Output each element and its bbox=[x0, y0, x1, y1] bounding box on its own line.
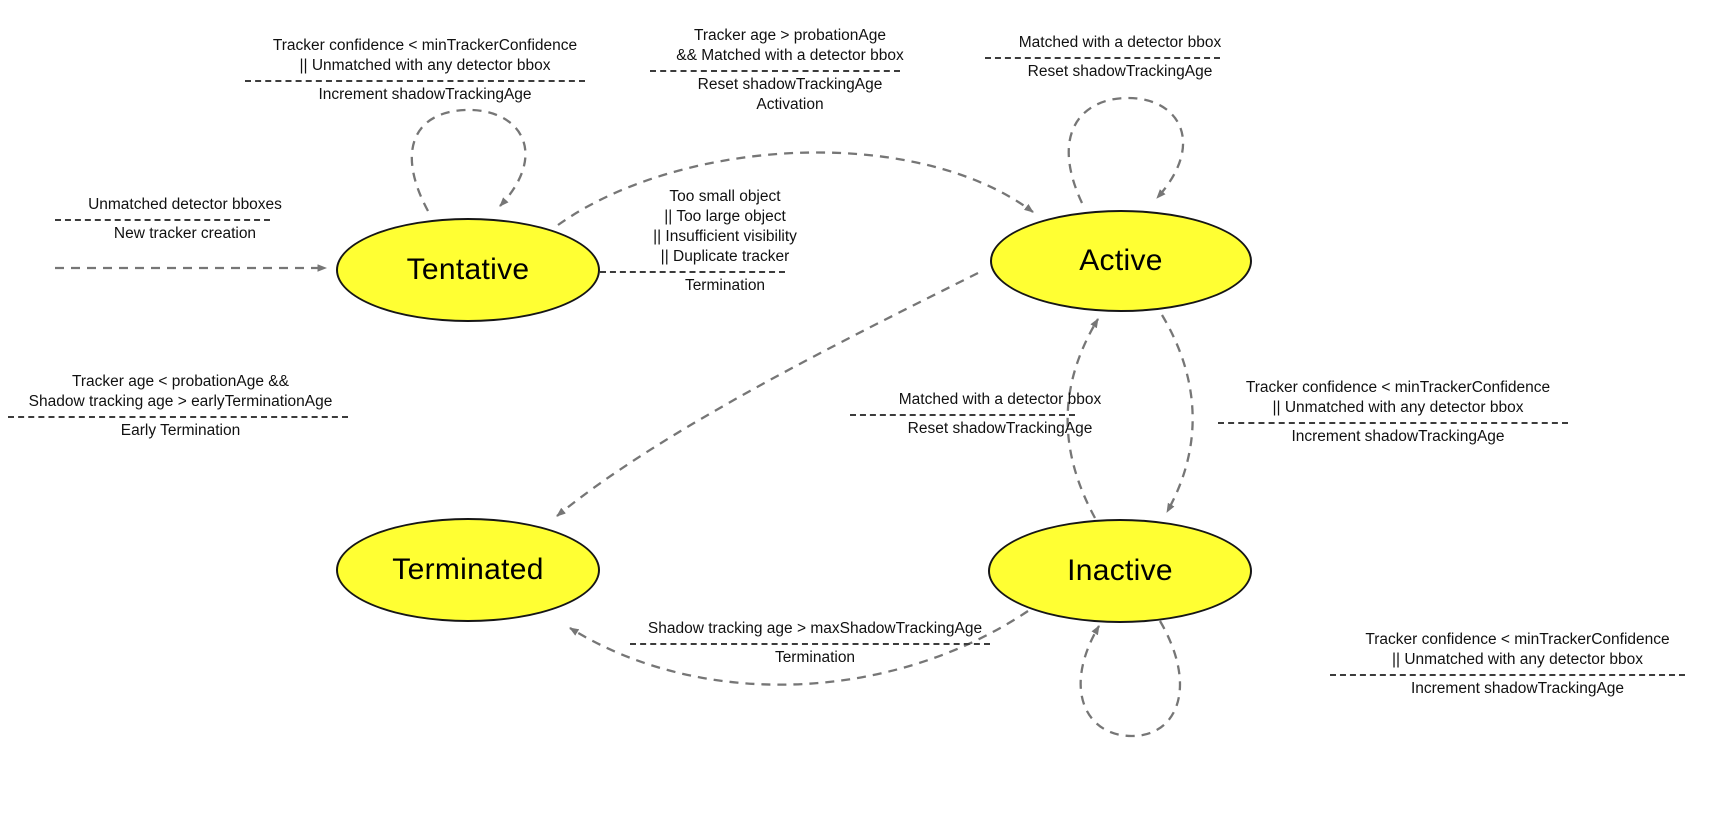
label-divider bbox=[245, 80, 585, 82]
label-divider bbox=[985, 57, 1220, 59]
label-divider bbox=[850, 414, 1075, 416]
action-line: Reset shadowTrackingAge bbox=[907, 420, 1093, 437]
condition-line: || Unmatched with any detector bbox bbox=[1272, 399, 1524, 416]
label-tentative-to-active: Tracker age > probationAge && Matched wi… bbox=[650, 26, 930, 115]
action-line: Increment shadowTrackingAge bbox=[318, 86, 532, 103]
action-line: Termination bbox=[684, 277, 766, 294]
condition-line: Tracker confidence < minTrackerConfidenc… bbox=[272, 37, 578, 54]
edge-active-to-terminated bbox=[556, 271, 979, 517]
condition-line: Matched with a detector bbox bbox=[1018, 34, 1222, 51]
state-terminated: Terminated bbox=[336, 518, 600, 622]
edge-active-to-inactive bbox=[1161, 314, 1194, 513]
condition-line: && Matched with a detector bbox bbox=[676, 47, 904, 64]
label-divider bbox=[600, 271, 785, 273]
edge-tentative-self-loop bbox=[410, 108, 527, 212]
state-active: Active bbox=[990, 210, 1252, 312]
label-divider bbox=[1218, 422, 1568, 424]
label-inactive-self: Tracker confidence < minTrackerConfidenc… bbox=[1330, 630, 1705, 699]
condition-line: || Insufficient visibility bbox=[653, 228, 797, 245]
edge-tentative-to-active bbox=[557, 151, 1034, 226]
label-divider bbox=[1330, 674, 1685, 676]
state-inactive-label: Inactive bbox=[1067, 554, 1173, 587]
label-inactive-to-terminated: Shadow tracking age > maxShadowTrackingA… bbox=[630, 619, 1000, 668]
action-line: Increment shadowTrackingAge bbox=[1291, 428, 1505, 445]
action-line: Termination bbox=[774, 649, 856, 666]
condition-line: Unmatched detector bboxes bbox=[88, 196, 282, 213]
condition-line: Tracker confidence < minTrackerConfidenc… bbox=[1365, 631, 1670, 648]
label-divider bbox=[8, 416, 348, 418]
condition-line: Tracker age < probationAge && bbox=[72, 373, 289, 390]
action-line: Reset shadowTrackingAge bbox=[1027, 63, 1213, 80]
state-inactive: Inactive bbox=[988, 519, 1252, 623]
label-divider bbox=[650, 70, 900, 72]
condition-line: Shadow tracking age > maxShadowTrackingA… bbox=[647, 620, 983, 637]
edge-inactive-to-active bbox=[1066, 318, 1099, 519]
condition-line: Matched with a detector bbox bbox=[898, 391, 1102, 408]
label-early-termination: Tracker age < probationAge && Shadow tra… bbox=[8, 372, 353, 441]
label-start-transition: Unmatched detector bboxes New tracker cr… bbox=[55, 195, 315, 244]
condition-line: Too small object bbox=[669, 188, 781, 205]
condition-line: Tracker confidence < minTrackerConfidenc… bbox=[1245, 379, 1551, 396]
state-tentative-label: Tentative bbox=[406, 253, 530, 286]
label-active-self: Matched with a detector bbox Reset shado… bbox=[985, 33, 1255, 82]
state-active-label: Active bbox=[1079, 244, 1163, 277]
condition-line: || Unmatched with any detector bbox bbox=[299, 57, 551, 74]
label-active-to-inactive: Tracker confidence < minTrackerConfidenc… bbox=[1218, 378, 1578, 447]
label-divider bbox=[55, 219, 270, 221]
action-line: Increment shadowTrackingAge bbox=[1410, 680, 1625, 697]
action-line: Activation bbox=[756, 96, 824, 113]
label-active-to-terminated: Too small object || Too large object || … bbox=[600, 187, 850, 296]
action-line: Reset shadowTrackingAge bbox=[697, 76, 883, 93]
condition-line: Shadow tracking age > earlyTerminationAg… bbox=[28, 393, 333, 410]
condition-line: Tracker age > probationAge bbox=[693, 27, 886, 44]
state-tentative: Tentative bbox=[336, 218, 600, 322]
label-inactive-to-active: Matched with a detector bbox Reset shado… bbox=[850, 390, 1150, 439]
edge-inactive-self-loop bbox=[1079, 620, 1182, 738]
condition-line: || Unmatched with any detector bbox bbox=[1391, 651, 1644, 668]
edge-active-self-loop bbox=[1067, 96, 1185, 204]
state-terminated-label: Terminated bbox=[392, 553, 544, 586]
label-divider bbox=[630, 643, 990, 645]
condition-line: || Too large object bbox=[664, 208, 786, 225]
condition-line: || Duplicate tracker bbox=[660, 248, 790, 265]
action-line: Early Termination bbox=[120, 422, 241, 439]
action-line: New tracker creation bbox=[113, 225, 257, 242]
label-tentative-self: Tracker confidence < minTrackerConfidenc… bbox=[245, 36, 605, 105]
